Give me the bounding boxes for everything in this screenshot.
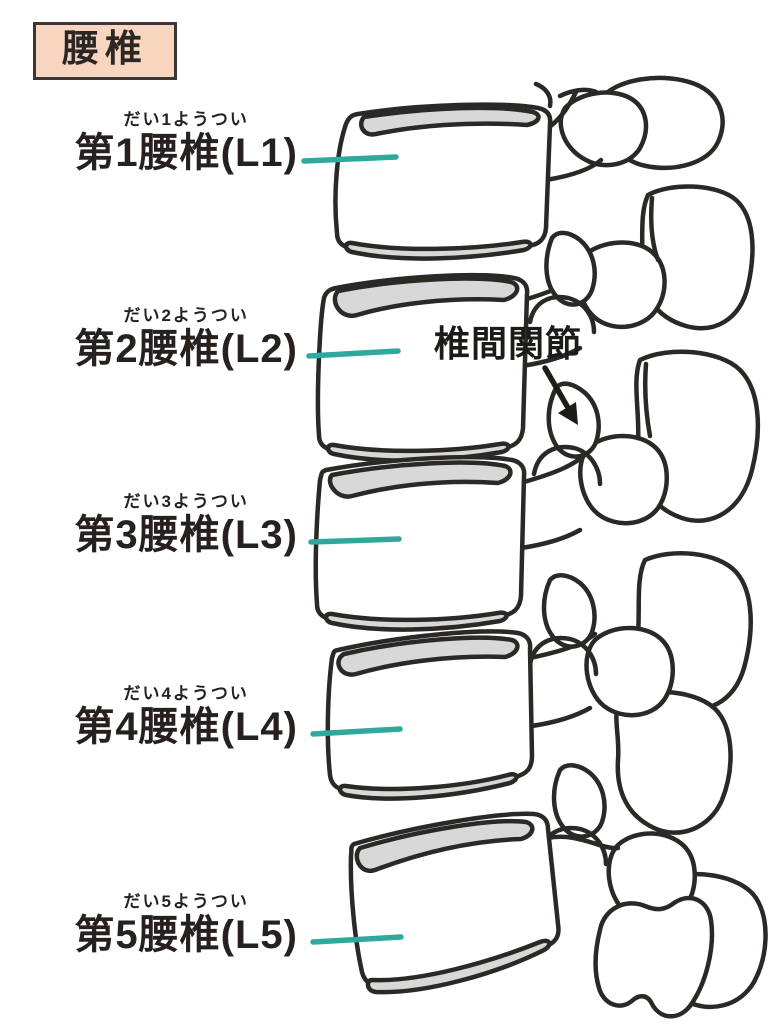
label-l2-furigana: だい2ようつい — [123, 306, 249, 325]
label-l4: だい4ようつい 第4腰椎(L4) — [74, 684, 298, 750]
leader-line-l2 — [306, 348, 401, 359]
sacral-articular-process — [593, 895, 715, 1019]
leader-line-l3 — [308, 536, 402, 545]
disc-below-l1 — [343, 239, 533, 261]
disc-above-l4 — [336, 635, 520, 677]
vertebra-l4-posterior — [527, 551, 753, 835]
articular-process-l1 — [558, 90, 649, 168]
label-l5-text: 第5腰椎(L5) — [74, 913, 298, 957]
facet-joint-arrow — [542, 365, 578, 425]
label-l4-furigana: だい4ようつい — [123, 684, 249, 703]
disc-above-l2 — [332, 276, 520, 319]
label-l2-text: 第2腰椎(L2) — [74, 327, 298, 371]
label-l1: だい1ようつい 第1腰椎(L1) — [74, 110, 298, 176]
label-l2: だい2ようつい 第2腰椎(L2) — [74, 306, 298, 372]
title-label: 腰椎 — [62, 28, 148, 69]
leader-line-l1 — [301, 154, 399, 164]
vertebra-l2-posterior — [519, 184, 755, 369]
t12-remnant-line2 — [557, 87, 599, 99]
facet-joints — [527, 230, 609, 867]
articular-process-l4 — [584, 625, 675, 718]
label-l5: だい5ようつい 第5腰椎(L5) — [74, 892, 298, 958]
leader-line-l4 — [310, 726, 403, 737]
disc-above-l5 — [354, 818, 535, 874]
disc-below-l5 — [365, 938, 552, 995]
lamina-line-l2 — [649, 195, 661, 263]
disc-below-l4 — [337, 772, 519, 801]
vertebra-l3-posterior — [518, 349, 761, 551]
vertebra-l5-posterior — [545, 831, 768, 1019]
label-l3-text: 第3腰椎(L3) — [74, 513, 298, 557]
disc-above-l1 — [358, 105, 541, 137]
facet-joint-l4-l5 — [551, 763, 607, 839]
pedicle-line-l2-lower — [519, 345, 583, 369]
label-l1-furigana: だい1ようつい — [123, 110, 249, 129]
vertebra-l1-posterior — [533, 75, 725, 183]
pedicle-line-l4-lower — [529, 705, 593, 729]
pedicle-line-l1-lower — [543, 157, 604, 183]
pedicle-line-l3-lower — [518, 527, 583, 551]
disc-above-l3 — [327, 460, 513, 499]
label-l3-furigana: だい3ようつい — [123, 492, 249, 511]
vertebral-bodies — [313, 102, 561, 995]
label-l3: だい3ようつい 第3腰椎(L3) — [74, 492, 298, 558]
label-l4-text: 第4腰椎(L4) — [74, 705, 298, 749]
facet-joint-l1-l2 — [544, 230, 597, 307]
facet-hook-l2-l3 — [531, 444, 603, 487]
leader-line-l5 — [310, 934, 404, 945]
pedicle-line-l5 — [545, 834, 621, 851]
title-box: 腰椎 — [33, 22, 177, 81]
facet-hook-l1-l2 — [527, 294, 597, 335]
spinous-process-l4-lower — [614, 689, 733, 835]
t12-remnant-line — [533, 81, 553, 109]
label-l5-furigana: だい5ようつい — [123, 892, 249, 911]
disc-below-l3 — [323, 610, 509, 632]
facet-joint-l3-l4 — [541, 573, 597, 649]
label-l1-text: 第1腰椎(L1) — [74, 131, 298, 175]
facet-joint-annotation: 椎間関節 — [434, 323, 583, 364]
facet-hook-l3-l4 — [527, 635, 599, 677]
articular-process-l3 — [578, 433, 669, 526]
lamina-line-l3 — [642, 361, 653, 439]
